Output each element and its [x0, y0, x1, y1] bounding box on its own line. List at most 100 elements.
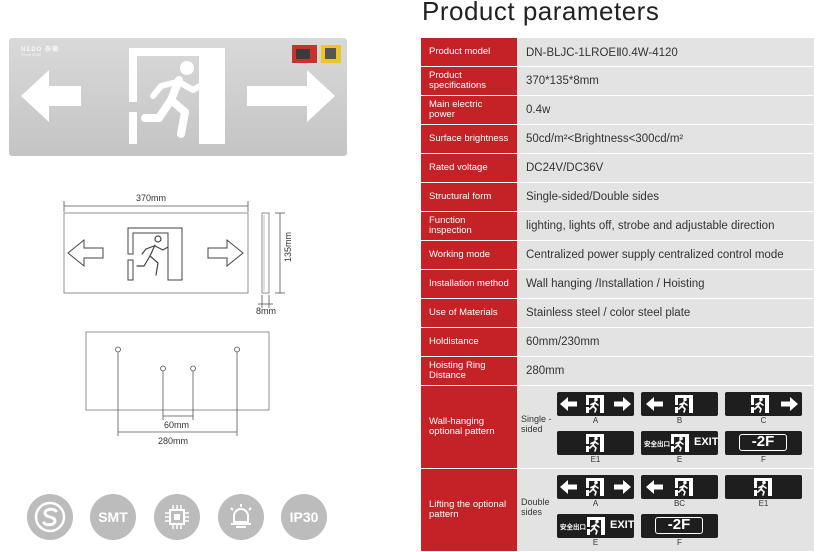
running-man-icon	[587, 517, 605, 535]
pattern-sign-bc	[641, 475, 718, 499]
param-row: Function inspection lighting, lights off…	[421, 212, 814, 241]
page-title: Product parameters	[422, 0, 660, 26]
param-row: Product specifications 370*135*8mm	[421, 67, 814, 96]
pattern-caption: F	[677, 538, 682, 547]
pattern-sign-e: 安全出口 EXIT	[641, 431, 718, 455]
param-label: Surface brightness	[421, 125, 517, 153]
ip30-label: IP30	[289, 509, 319, 525]
param-row: Working mode Centralized power supply ce…	[421, 241, 814, 270]
left-arrow-icon	[560, 397, 577, 411]
pattern-caption: E	[676, 455, 683, 464]
param-value: 50cd/m²<Brightness<300cd/m²	[517, 125, 814, 153]
ip30-cert: IP30	[281, 494, 327, 540]
wall-pattern-row: Wall-hanging optional pattern Single -si…	[421, 386, 814, 469]
param-row: Rated voltage DC24V/DC36V	[421, 154, 814, 183]
lift-pattern-row: Lifting the optional pattern Double side…	[421, 469, 814, 552]
pattern-caption: A	[592, 416, 599, 425]
param-value: 0.4w	[517, 96, 814, 124]
right-arrow-icon	[614, 480, 631, 494]
param-label: Working mode	[421, 241, 517, 269]
wall-pattern-label: Wall-hanging optional pattern	[421, 386, 517, 468]
floor-label: -2F	[655, 517, 703, 534]
pattern-caption: E1	[758, 499, 769, 508]
pattern-caption: B	[676, 416, 683, 425]
hole-inner-dimension: 60mm	[164, 420, 190, 430]
running-man-icon	[751, 395, 769, 413]
param-value: Centralized power supply centralized con…	[517, 241, 814, 269]
running-man-icon	[754, 478, 772, 496]
param-value: 370*135*8mm	[517, 67, 814, 95]
pattern-caption: A	[592, 499, 599, 508]
pattern-sign-e1	[557, 431, 634, 455]
running-man-icon	[586, 395, 604, 413]
back-outline	[85, 331, 270, 411]
s-mark-icon	[34, 501, 66, 533]
double-sides-label: Double sides	[521, 497, 550, 517]
pattern-sign-e1	[725, 475, 802, 499]
running-man-icon	[141, 61, 206, 138]
running-man-icon	[586, 434, 604, 452]
pattern-caption: F	[761, 455, 766, 464]
left-arrow-icon	[646, 480, 663, 494]
param-value: Stainless steel / color steel plate	[517, 299, 814, 327]
param-label: Function inspection	[421, 212, 517, 240]
param-value: Wall hanging /Installation / Hoisting	[517, 270, 814, 298]
product-photo: NEDO 奈德 Since 2008	[9, 38, 347, 156]
param-value: DC24V/DC36V	[517, 154, 814, 182]
exit-cn-label: 安全出口	[644, 441, 670, 448]
pattern-caption: BC	[673, 499, 686, 508]
param-row: Surface brightness 50cd/m²<Brightness<30…	[421, 125, 814, 154]
brand-logo: NEDO 奈德	[21, 47, 60, 53]
s-mark-cert	[27, 494, 73, 540]
pattern-caption: E	[592, 538, 599, 547]
pattern-sign-f: -2F	[725, 431, 802, 455]
param-row: Product model DN-BLJC-1LROEⅡ0.4W-4120	[421, 38, 814, 67]
right-arrow-icon	[614, 397, 631, 411]
param-row: Installation method Wall hanging /Instal…	[421, 270, 814, 299]
side-outline	[261, 212, 270, 294]
param-value: 280mm	[517, 357, 814, 385]
pattern-sign-c	[725, 392, 802, 416]
param-row: Structural form Single-sided/Double side…	[421, 183, 814, 212]
bulb-cert	[218, 494, 264, 540]
param-label: Product model	[421, 38, 517, 66]
param-label: Product specifications	[421, 67, 517, 95]
running-man-icon	[675, 395, 693, 413]
param-label: Hoisting Ring Distance	[421, 357, 517, 385]
param-value: 60mm/230mm	[517, 328, 814, 356]
cert-label-yellow	[321, 45, 341, 63]
left-arrow-icon	[646, 397, 663, 411]
hole-outer-dimension: 280mm	[158, 436, 189, 446]
running-man-icon	[675, 478, 693, 496]
dimension-drawing	[63, 201, 285, 436]
param-label: Structural form	[421, 183, 517, 211]
door-frame	[129, 48, 225, 144]
pattern-sign-b	[641, 392, 718, 416]
param-row: Main electric power 0.4w	[421, 96, 814, 125]
param-label: Holdistance	[421, 328, 517, 356]
left-arrow-icon	[560, 480, 577, 494]
right-arrow-icon	[247, 70, 335, 122]
smt-cert: SMT	[90, 494, 136, 540]
param-label: Rated voltage	[421, 154, 517, 182]
exit-label: EXIT	[694, 436, 719, 448]
pattern-caption: E1	[590, 455, 601, 464]
param-value: DN-BLJC-1LROEⅡ0.4W-4120	[517, 38, 814, 66]
lift-pattern-label: Lifting the optional pattern	[421, 469, 517, 551]
front-outline	[63, 212, 249, 294]
param-value: Single-sided/Double sides	[517, 183, 814, 211]
exit-label: EXIT	[610, 519, 635, 531]
running-man-icon	[586, 478, 604, 496]
width-dimension: 370mm	[136, 193, 167, 203]
photo-sign-graphics	[21, 48, 335, 144]
smt-label: SMT	[98, 509, 128, 525]
pattern-caption: C	[760, 416, 767, 425]
param-row: Holdistance 60mm/230mm	[421, 328, 814, 357]
chip-icon	[165, 505, 189, 529]
right-arrow-icon	[781, 397, 798, 411]
param-row: Hoisting Ring Distance 280mm	[421, 357, 814, 386]
param-label: Main electric power	[421, 96, 517, 124]
